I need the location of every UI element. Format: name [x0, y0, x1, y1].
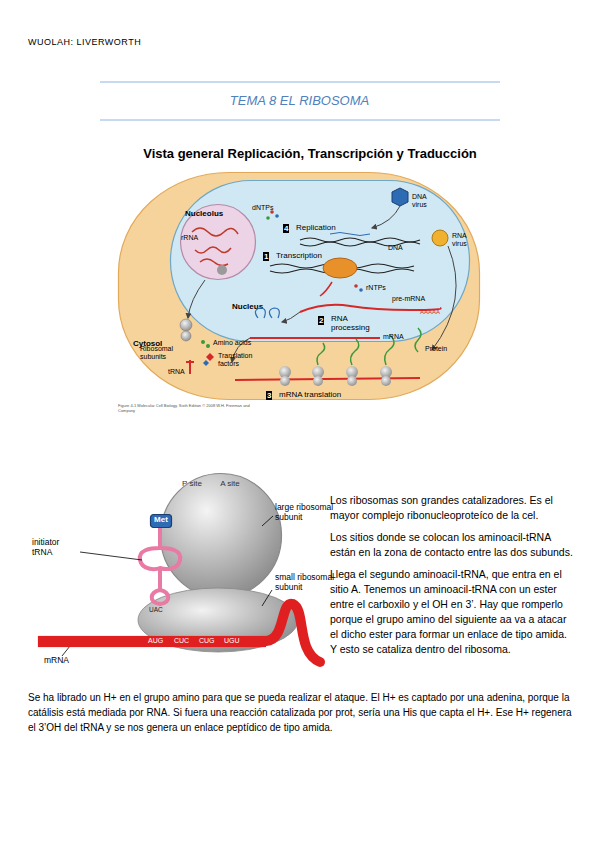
figure-heading: Vista general Replicación, Transcripción…: [120, 147, 500, 162]
figure-credit: Figure 4-1 Molecular Cell Biology, Sixth…: [118, 403, 268, 413]
header-watermark: WUOLAH: LIVERWORTH: [28, 37, 141, 47]
node-text: Nucleolus: [185, 209, 223, 218]
polya-label: AAAAA: [420, 309, 440, 316]
node-text: A site: [220, 479, 240, 488]
label: 2: [318, 316, 324, 325]
part-label: small ribosomal subunit: [275, 573, 337, 593]
process-label: mRNA translation: [279, 390, 341, 399]
node-text: CUC: [174, 637, 189, 645]
leader-line: [262, 590, 272, 606]
process-label: Replication: [296, 223, 336, 232]
part-label: initiator tRNA: [32, 538, 82, 558]
label: 4: [283, 224, 289, 233]
node-text: Met: [150, 515, 172, 524]
node-text: AUG: [148, 637, 163, 645]
mrna-bar: AUG CUC CUG UGU: [38, 636, 266, 647]
label: 3: [266, 391, 272, 400]
large-subunit: P site A site: [160, 473, 282, 598]
rule-line: [100, 82, 500, 83]
page-title: TEMA 8 EL RIBOSOMA: [0, 94, 599, 109]
part-label: DNA virus: [412, 193, 442, 209]
part-label: Amino acids: [213, 339, 251, 347]
leader-line: [62, 646, 70, 656]
part-label: mRNA: [383, 333, 404, 341]
part-label: Protein: [425, 345, 447, 353]
node-text: CUG: [199, 637, 215, 645]
rule-line: [100, 120, 500, 121]
part-label: Ribosomal subunits: [140, 345, 184, 361]
met-box: Met: [150, 514, 172, 528]
anticodon-label: UAC: [149, 606, 163, 613]
body-paragraph: Se ha librado un H+ en el grupo amino pa…: [28, 690, 574, 735]
node-text: rRNA: [181, 234, 198, 242]
part-label: dNTPs: [252, 204, 273, 212]
node-outline: [160, 473, 282, 598]
body-paragraph: Los sitios donde se colocan los aminoaci…: [330, 530, 574, 560]
part-label: tRNA: [168, 368, 185, 376]
nucleolus-circle: Nucleolus rRNA: [180, 204, 256, 280]
node-text: P site: [182, 479, 202, 488]
part-label: RNA virus: [452, 232, 482, 248]
part-label: DNA: [388, 244, 403, 252]
part-label: large ribosomal subunit: [275, 503, 337, 523]
node-text: Nucleus: [232, 302, 263, 311]
process-label: RNA processing: [331, 314, 377, 332]
part-label: rNTPs: [366, 284, 386, 292]
leader-line: [80, 552, 142, 560]
part-label: mRNA: [44, 656, 69, 666]
process-label: Transcription: [276, 251, 322, 260]
part-label: pre-mRNA: [392, 295, 425, 303]
part-label: Translation factors: [218, 352, 266, 368]
node-text: UGU: [224, 637, 240, 645]
mrna-tail: [266, 604, 320, 662]
body-paragraph: Los ribosomas son grandes catalizadores.…: [330, 493, 574, 523]
label: 1: [263, 252, 269, 261]
body-paragraph: Llega el segundo aminoacil-tRNA, que ent…: [330, 567, 574, 657]
